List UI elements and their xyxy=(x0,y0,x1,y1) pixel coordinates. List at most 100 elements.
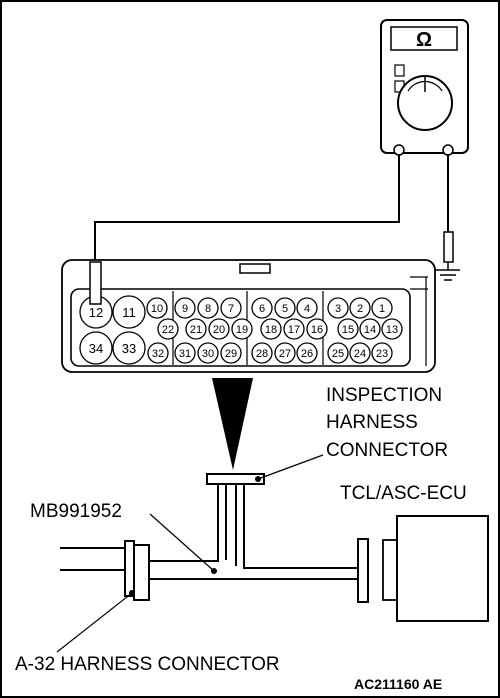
label-inspection-line3: CONNECTOR xyxy=(326,440,448,461)
pin-22: 22 xyxy=(157,318,179,340)
pin-circle xyxy=(251,297,273,319)
test-lead-positive xyxy=(94,155,400,262)
pin-circle xyxy=(174,342,196,364)
pin-label: 22 xyxy=(162,324,174,336)
pin-label: 34 xyxy=(89,341,103,356)
ecu-connector xyxy=(382,539,398,601)
pin-18: 18 xyxy=(260,318,282,340)
pin-5: 5 xyxy=(274,297,296,319)
pin-label: 25 xyxy=(332,348,344,360)
pin-circle xyxy=(327,297,349,319)
pin-label: 23 xyxy=(376,348,388,360)
pin-15: 15 xyxy=(337,318,359,340)
pin-label: 29 xyxy=(225,348,237,360)
pin-label: 9 xyxy=(182,303,188,315)
multimeter-display xyxy=(390,26,458,51)
pin-16: 16 xyxy=(306,318,328,340)
pin-circle xyxy=(112,331,146,365)
pin-23: 23 xyxy=(371,342,393,364)
pin-circle xyxy=(337,318,359,340)
label-a32-harness-connector: A-32 HARNESS CONNECTOR xyxy=(15,654,280,675)
pin-25: 25 xyxy=(327,342,349,364)
pin-7: 7 xyxy=(220,297,242,319)
pin-30: 30 xyxy=(197,342,219,364)
pin-label: 24 xyxy=(354,348,366,360)
pin-28: 28 xyxy=(251,342,273,364)
pin-label: 30 xyxy=(202,348,214,360)
ecu-box xyxy=(396,515,489,622)
pin-circle xyxy=(251,342,273,364)
pin-circle xyxy=(260,318,282,340)
pin-label: 7 xyxy=(228,303,234,315)
pin-label: 6 xyxy=(259,303,265,315)
pin-circle xyxy=(274,297,296,319)
pin-label: 1 xyxy=(379,303,385,315)
pin-circle xyxy=(146,297,168,319)
pin-label: 20 xyxy=(213,324,225,336)
leader-a32 xyxy=(56,592,133,653)
pin-circle xyxy=(220,297,242,319)
pin-circle xyxy=(349,342,371,364)
pin-33: 33 xyxy=(112,331,146,365)
pin-circle xyxy=(147,342,169,364)
pin-label: 4 xyxy=(304,303,310,315)
pin-circle xyxy=(359,318,381,340)
pin-circle xyxy=(174,297,196,319)
pin-32: 32 xyxy=(147,342,169,364)
pin-label: 26 xyxy=(301,348,313,360)
pin-label: 17 xyxy=(288,324,300,336)
pin-circle xyxy=(197,342,219,364)
pin-circle xyxy=(349,297,371,319)
pin-4: 4 xyxy=(296,297,318,319)
pin-circle xyxy=(208,318,230,340)
pin-circle xyxy=(327,342,349,364)
pin-circle xyxy=(274,342,296,364)
pin-12: 12 xyxy=(79,295,113,329)
pin-27: 27 xyxy=(274,342,296,364)
pin-26: 26 xyxy=(296,342,318,364)
a32-connector-plate-left xyxy=(124,540,135,597)
pin-label: 32 xyxy=(152,348,164,360)
tcl-asc-ecu xyxy=(382,515,489,622)
test-leads xyxy=(94,155,449,262)
pin-circle xyxy=(79,331,113,365)
pin-24: 24 xyxy=(349,342,371,364)
pin-label: 16 xyxy=(311,324,323,336)
inspection-connector xyxy=(206,473,265,485)
ground-probe xyxy=(436,231,460,281)
test-probe-pin-12 xyxy=(89,261,102,305)
pin-label: 13 xyxy=(386,324,398,336)
pin-34: 34 xyxy=(79,331,113,365)
pin-20: 20 xyxy=(208,318,230,340)
probe-jack-right xyxy=(442,144,454,156)
pin-label: 31 xyxy=(179,348,191,360)
pin-label: 10 xyxy=(151,303,163,315)
pin-2: 2 xyxy=(349,297,371,319)
probe-jack-left xyxy=(393,144,405,156)
pin-circle xyxy=(296,297,318,319)
direction-arrow xyxy=(212,378,253,470)
pin-label: 18 xyxy=(265,324,277,336)
multimeter: Ω xyxy=(380,19,469,156)
pin-19: 19 xyxy=(231,318,253,340)
harness-cable-top xyxy=(149,483,358,569)
pin-13: 13 xyxy=(381,318,403,340)
ecu-connector-plate xyxy=(357,538,369,603)
pin-circle xyxy=(296,342,318,364)
pin-label: 8 xyxy=(205,303,211,315)
pin-6: 6 xyxy=(251,297,273,319)
pin-circle xyxy=(381,318,403,340)
pin-circle xyxy=(283,318,305,340)
pin-label: 28 xyxy=(256,348,268,360)
connector-latch xyxy=(239,263,271,274)
pin-circle xyxy=(371,342,393,364)
pin-label: 12 xyxy=(89,305,103,320)
ohm-symbol: Ω xyxy=(416,29,432,51)
pin-29: 29 xyxy=(220,342,242,364)
figure-code: AC211160 AE xyxy=(354,676,442,692)
leader-lines xyxy=(56,454,324,653)
pin-label: 5 xyxy=(282,303,288,315)
pin-14: 14 xyxy=(359,318,381,340)
